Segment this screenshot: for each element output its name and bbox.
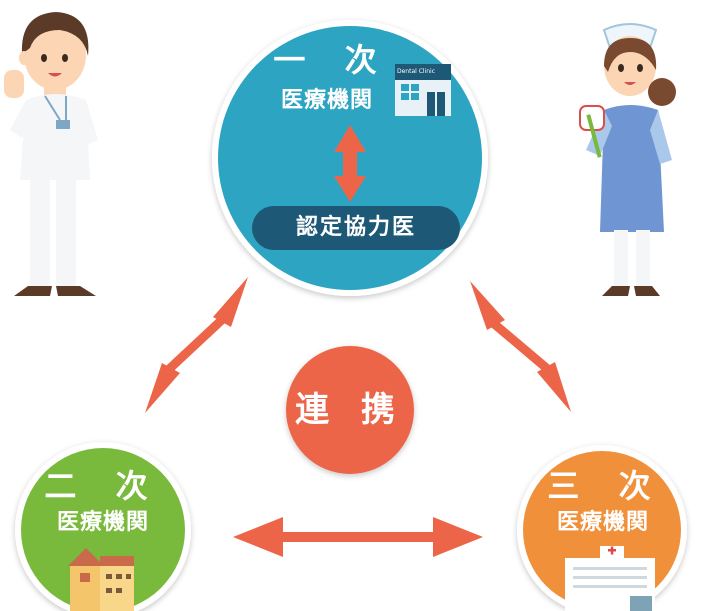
large-hospital-icon bbox=[565, 546, 655, 611]
primary-ordinal: 一 次 bbox=[273, 41, 391, 79]
hospital-building-icon bbox=[68, 548, 134, 611]
arrow-secondary-tertiary bbox=[233, 517, 483, 557]
secondary-institution-label: 医療機関 bbox=[56, 510, 149, 535]
coordination-label: 連 携 bbox=[295, 390, 405, 430]
inner-double-arrow bbox=[334, 125, 366, 202]
dental-hygienist-illustration bbox=[579, 23, 676, 296]
certified-doctor-badge: 認定協力医 bbox=[252, 206, 460, 250]
secondary-ordinal: 二 次 bbox=[44, 467, 162, 505]
arrow-primary-secondary bbox=[145, 277, 248, 413]
primary-institution-label: 医療機関 bbox=[280, 88, 373, 113]
tertiary-institution-label: 医療機関 bbox=[556, 510, 649, 535]
dental-clinic-building-icon bbox=[395, 64, 451, 116]
dental-clinic-sign: Dental Clinic bbox=[397, 68, 436, 75]
tertiary-ordinal: 三 次 bbox=[547, 467, 665, 505]
doctor-illustration bbox=[4, 12, 98, 296]
arrow-primary-tertiary bbox=[470, 281, 571, 412]
center-circle bbox=[286, 346, 414, 474]
